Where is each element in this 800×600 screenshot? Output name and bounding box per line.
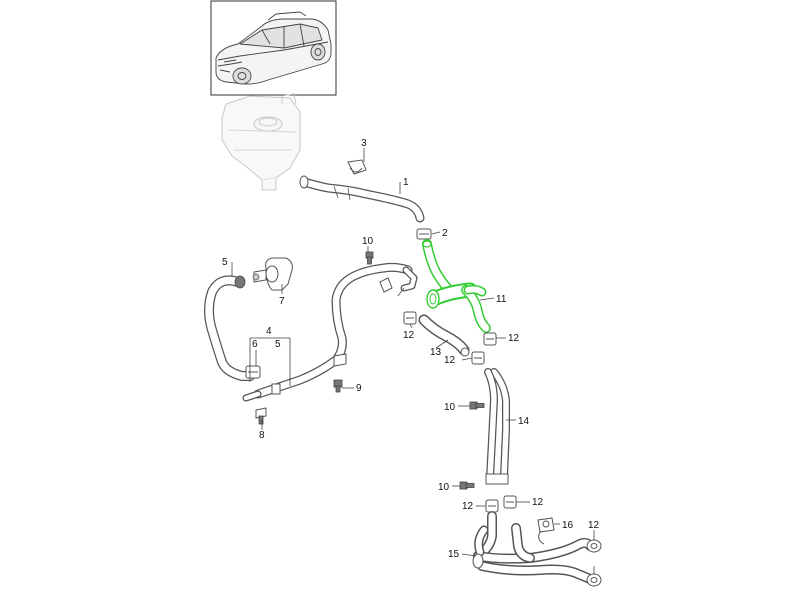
clamp-6 (245, 365, 261, 379)
leader-lines (231, 148, 595, 574)
callout-1: 1 (403, 177, 409, 188)
callout-10-middle: 10 (444, 402, 456, 413)
callout-12-upper-left: 12 (403, 330, 415, 341)
callout-2: 2 (442, 228, 448, 239)
hose-11-highlighted (422, 239, 491, 333)
callout-12-far-right: 12 (588, 520, 600, 531)
callout-12-lower-right: 12 (532, 497, 544, 508)
callout-4: 4 (266, 326, 272, 337)
callout-13: 13 (430, 347, 442, 358)
callout-5-upper: 5 (222, 257, 228, 268)
clip-16 (537, 517, 555, 545)
pipe-14 (484, 368, 510, 485)
callout-labels: 3 1 2 10 5 7 4 6 5 8 9 12 13 11 12 12 10… (222, 138, 600, 560)
bolt-8 (255, 407, 267, 425)
callout-12-mid: 12 (444, 355, 456, 366)
bolt-10-middle (469, 401, 485, 410)
bolt-10-lower (459, 481, 475, 490)
connector-7 (252, 257, 293, 291)
clamp-12-far-right-lower (586, 573, 602, 587)
clamp-12-upper (403, 311, 417, 325)
clamp-12-lower-left (485, 499, 499, 513)
hose-15 (472, 511, 597, 585)
callout-5-lower: 5 (275, 339, 281, 350)
callout-9: 9 (356, 383, 362, 394)
callout-3: 3 (361, 138, 367, 149)
clamp-12-lower-right (503, 495, 517, 509)
callout-12-lower-left: 12 (462, 501, 474, 512)
callout-15: 15 (448, 549, 460, 560)
hose-13 (418, 314, 470, 357)
suv-car-icon (215, 11, 332, 85)
hose-5 (204, 275, 255, 381)
callout-10-lower: 10 (438, 482, 450, 493)
clamp-12-far-right-upper (586, 539, 602, 553)
callout-6: 6 (252, 339, 258, 350)
clamp-12-mid (471, 351, 485, 365)
callout-16: 16 (562, 520, 574, 531)
callout-10-upper: 10 (362, 236, 374, 247)
callout-12-right: 12 (508, 333, 520, 344)
clip-3 (347, 159, 367, 175)
clamp-2 (416, 228, 432, 240)
clamp-12-right (483, 332, 497, 346)
callout-11: 11 (496, 294, 507, 305)
callout-7: 7 (279, 296, 285, 307)
bolt-10-upper (365, 251, 374, 265)
callout-14: 14 (518, 416, 530, 427)
expansion-tank (221, 93, 301, 191)
hose-1 (299, 175, 425, 223)
bolt-9 (333, 379, 343, 393)
vehicle-thumbnail (210, 0, 337, 96)
callout-8: 8 (259, 430, 265, 441)
long-coolant-pipe (242, 262, 418, 402)
